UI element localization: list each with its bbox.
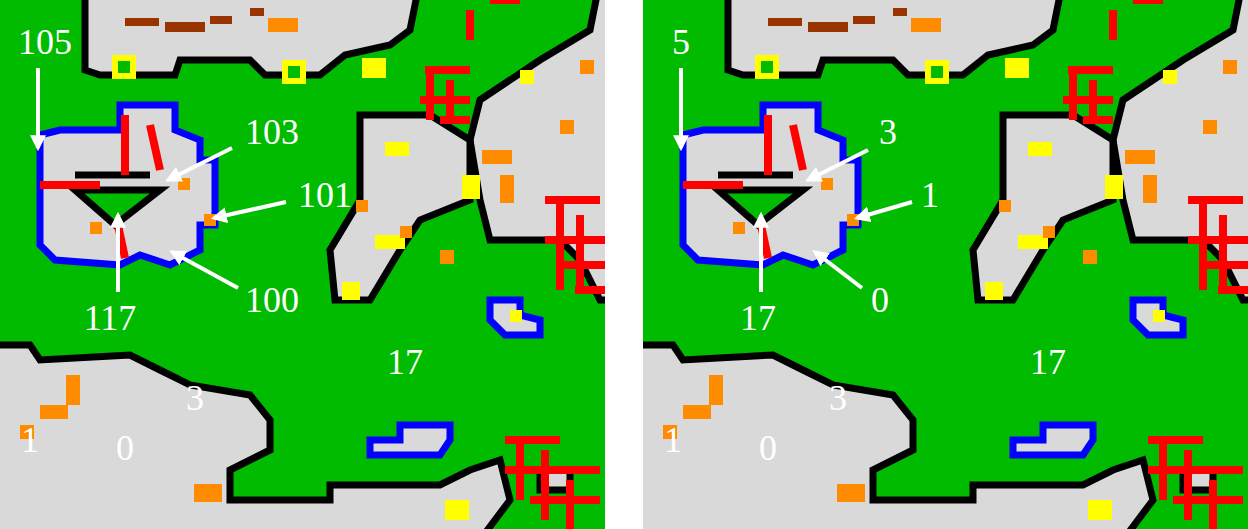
- region-number: 0: [759, 430, 777, 466]
- region-number: 17: [387, 344, 423, 380]
- region-number: 5: [672, 24, 690, 60]
- region-number: 1: [921, 177, 939, 213]
- region-number: 1: [664, 422, 682, 458]
- region-number: 105: [18, 24, 72, 60]
- region-number: 117: [84, 300, 137, 336]
- region-number: 17: [1030, 344, 1066, 380]
- region-number: 3: [879, 114, 897, 150]
- region-number: 3: [186, 380, 204, 416]
- region-number: 1: [21, 422, 39, 458]
- region-map: [0, 0, 605, 529]
- region-number: 101: [298, 177, 352, 213]
- region-number: 0: [871, 282, 889, 318]
- region-map: [643, 0, 1248, 529]
- region-number: 3: [829, 380, 847, 416]
- region-number: 103: [245, 114, 299, 150]
- region-number: 100: [245, 282, 299, 318]
- region-number: 0: [116, 430, 134, 466]
- region-number: 17: [740, 300, 776, 336]
